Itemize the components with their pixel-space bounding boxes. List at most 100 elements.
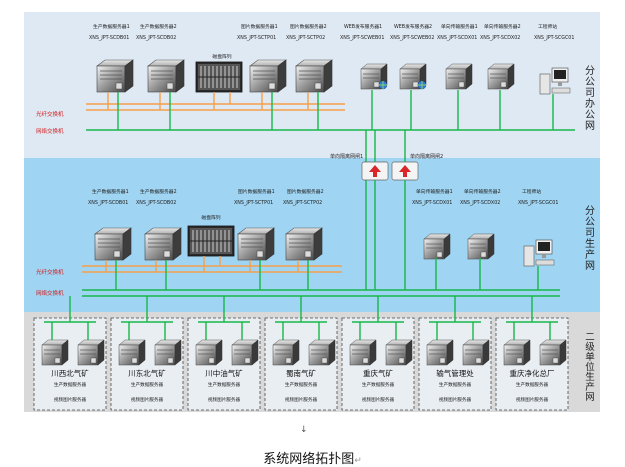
unit-server-icon[interactable] — [462, 339, 490, 366]
globe-icon — [417, 80, 427, 90]
unit-server-icon[interactable] — [154, 339, 182, 366]
server-label: 单向传输服务器2 — [464, 188, 501, 195]
unit-server-icon[interactable] — [231, 339, 259, 366]
server-label: 工程师站 — [538, 23, 557, 30]
server-label: 生产数据服务器1 — [93, 23, 130, 30]
unit-server-icon[interactable] — [195, 339, 223, 366]
server-label: 图片数据服务器1 — [241, 23, 278, 30]
server-id: XNS_JPT-SCTP02 — [283, 200, 322, 206]
unit-line1: 生产数据服务器 — [516, 381, 549, 388]
server-id: XNS_JPT-SCWEB02 — [390, 35, 434, 41]
unit-name: 重庆净化总厂 — [510, 368, 555, 378]
server-icon[interactable] — [249, 59, 287, 93]
server-label: WEB发布服务器1 — [344, 23, 382, 30]
server-id: XNS_JPT-SCDB01 — [88, 200, 128, 206]
title-char: 生 — [585, 371, 595, 383]
disk-array-label: 磁盘阵列 — [212, 53, 231, 60]
title-char: 网 — [585, 120, 595, 132]
title-char: 公 — [585, 77, 595, 88]
server-icon[interactable] — [237, 227, 275, 261]
unit-name: 川西北气矿 — [51, 368, 89, 378]
server-id: XNS_JPT-SCDX02 — [480, 35, 520, 41]
server-icon[interactable] — [295, 59, 333, 93]
unit-line2: 视频图片服务器 — [131, 396, 164, 403]
gateways — [361, 130, 419, 290]
title-char: 公 — [585, 110, 595, 121]
server-id: XNS_JPT-SCGC01 — [534, 35, 574, 41]
title-char: 生 — [585, 237, 595, 250]
office-server-labels: 生产数据服务器1XNS_JPT-SCDB01生产数据服务器2XNS_JPT-SC… — [89, 23, 574, 41]
server-icon[interactable] — [285, 227, 323, 261]
gateway-2-label: 单向隔离网闸2 — [410, 153, 443, 160]
production-network-switch-label: 网络交换机 — [36, 289, 64, 297]
unit-server-icon[interactable] — [539, 339, 567, 366]
server-id: XNS_JPT-SCTP01 — [234, 200, 273, 206]
units-row: 川西北气矿生产数据服务器视频图片服务器川东北气矿生产数据服务器视频图片服务器川中… — [33, 296, 569, 411]
unit-server-icon[interactable] — [385, 339, 413, 366]
server-id: XNS_JPT-SCDX02 — [460, 200, 500, 206]
transfer-server-icon[interactable] — [445, 63, 473, 90]
unit-line2: 视频图片服务器 — [208, 396, 241, 403]
transfer-server-icon[interactable] — [423, 233, 451, 260]
unit-server-icon[interactable] — [308, 339, 336, 366]
transfer-server-icon[interactable] — [467, 233, 495, 260]
globe-icon — [378, 80, 388, 90]
disk-array-icon[interactable] — [187, 225, 235, 257]
server-icon[interactable] — [147, 59, 185, 93]
unit-server-icon[interactable] — [118, 339, 146, 366]
unit-line2: 视频图片服务器 — [285, 396, 318, 403]
title-char: 分 — [585, 65, 595, 77]
title-char: 单 — [585, 351, 595, 363]
unit-line1: 生产数据服务器 — [208, 381, 241, 388]
title-char: 办 — [585, 97, 595, 110]
server-id: XNS_JPT-SCWEB01 — [340, 35, 384, 41]
server-icon[interactable] — [96, 59, 134, 93]
server-label: 图片数据服务器2 — [290, 23, 327, 30]
server-id: XNS_JPT-SCGC01 — [518, 200, 558, 206]
unit-server-icon[interactable] — [272, 339, 300, 366]
server-id: XNS_JPT-SCDB02 — [136, 200, 176, 206]
title-char: 网 — [585, 260, 595, 272]
unit-server-icon[interactable] — [349, 339, 377, 366]
unit-line2: 视频图片服务器 — [439, 396, 472, 403]
diagram-caption: 系统网络拓扑图↵ — [263, 452, 362, 467]
title-char: 网 — [585, 392, 595, 403]
server-icon[interactable] — [94, 227, 132, 261]
server-label: 单向传输服务器1 — [416, 188, 453, 195]
transfer-server-icon[interactable] — [487, 63, 515, 90]
server-label: 单向传输服务器2 — [484, 23, 521, 30]
unit-server-icon[interactable] — [77, 339, 105, 366]
title-char: 司 — [585, 88, 595, 99]
server-icon[interactable] — [144, 227, 182, 261]
server-label: 生产数据服务器1 — [92, 188, 129, 195]
unit-line1: 生产数据服务器 — [54, 381, 87, 388]
server-label: 单向传输服务器1 — [441, 23, 478, 30]
title-char: 产 — [585, 248, 595, 261]
unit-server-icon[interactable] — [503, 339, 531, 366]
title-char: 公 — [585, 217, 595, 228]
production-network-lines — [82, 258, 560, 297]
unit-line1: 生产数据服务器 — [362, 381, 395, 388]
unit-name: 蜀南气矿 — [286, 368, 316, 378]
gateway-icon[interactable] — [391, 161, 419, 181]
server-label: 图片数据服务器2 — [287, 188, 324, 195]
office-fiber-switch-label: 光纤交换机 — [36, 110, 64, 118]
title-char: 分 — [585, 205, 595, 217]
server-label: WEB发布服务器2 — [394, 23, 432, 30]
unit-server-icon[interactable] — [426, 339, 454, 366]
gateway-icon[interactable] — [361, 161, 389, 181]
disk-array-icon[interactable] — [195, 61, 243, 93]
unit-server-icon[interactable] — [41, 339, 69, 366]
production-fiber-switch-label: 光纤交换机 — [36, 268, 64, 276]
